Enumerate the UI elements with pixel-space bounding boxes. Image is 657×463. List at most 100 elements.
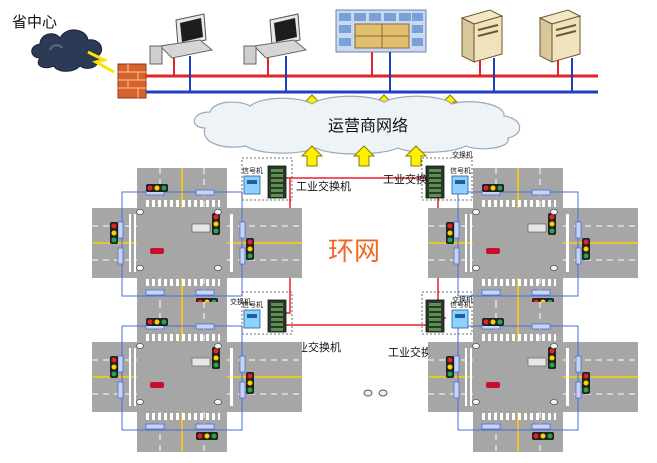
camera-icon xyxy=(550,343,558,349)
traffic-light-icon xyxy=(548,213,556,235)
crosswalk xyxy=(480,279,556,286)
crosswalk xyxy=(480,200,556,207)
intersections: 信号机信号机信号机信号机交换机交换机交换机 xyxy=(92,150,638,452)
industrial-switch-icon xyxy=(267,165,287,199)
traffic-light-icon xyxy=(446,356,454,378)
camera-icon xyxy=(472,209,480,215)
camera-icon xyxy=(214,399,222,405)
switch-label: 交换机 xyxy=(452,150,473,159)
crosswalk xyxy=(144,279,220,286)
traffic-light-icon xyxy=(548,347,556,369)
detector-loop xyxy=(239,247,246,265)
firewall-icon xyxy=(117,63,147,99)
traffic-light-icon xyxy=(110,222,118,244)
crosswalk xyxy=(465,348,472,406)
storm-cloud-icon xyxy=(31,29,115,74)
signal-machine-label: 信号机 xyxy=(242,300,263,309)
cabinet-outline xyxy=(241,291,293,335)
detector-loop xyxy=(531,323,551,330)
detector-loop xyxy=(117,355,124,373)
vehicle-icon xyxy=(527,223,547,233)
camera-icon xyxy=(214,343,222,349)
detector-loop xyxy=(531,189,551,196)
crosswalk xyxy=(144,334,220,341)
cabinet-outline xyxy=(241,157,293,201)
detector-loop xyxy=(453,381,460,399)
detector-loop xyxy=(239,381,246,399)
traffic-light-icon xyxy=(482,184,504,192)
intersection: 信号机 xyxy=(421,157,638,318)
cabinet: 信号机 xyxy=(421,291,473,335)
detector-loop xyxy=(575,247,582,265)
signal-controller-icon xyxy=(243,175,261,195)
vehicle-icon xyxy=(486,248,500,254)
detector-loop xyxy=(457,325,579,431)
traffic-light-icon xyxy=(196,432,218,440)
industrial-switch-label: 工业交换机 xyxy=(296,179,351,193)
detector-loop xyxy=(457,191,579,297)
signal-controller-icon xyxy=(243,309,261,329)
signal-machine-label: 信号机 xyxy=(450,300,471,309)
camera-icon xyxy=(136,343,144,349)
camera-icon xyxy=(136,399,144,405)
carrier-network-label: 运营商网络 xyxy=(328,116,408,135)
intersection: 信号机 xyxy=(92,291,302,452)
camera-icon xyxy=(363,389,388,397)
detector-loop xyxy=(117,381,124,399)
vehicle-icon xyxy=(191,223,211,233)
detector-loop xyxy=(145,289,165,296)
traffic-light-icon xyxy=(446,222,454,244)
cabinet-outline xyxy=(421,157,473,201)
ring-network-label: 环网 xyxy=(328,237,380,267)
vehicle-icon xyxy=(486,382,500,388)
traffic-light-icon xyxy=(212,213,220,235)
signal-machine-label: 信号机 xyxy=(450,166,471,175)
video-wall-icon xyxy=(335,9,427,53)
detector-loop xyxy=(195,289,215,296)
traffic-light-icon xyxy=(246,238,254,260)
traffic-light-icon xyxy=(532,432,554,440)
vehicle-icon xyxy=(150,248,164,254)
industrial-switch-icon xyxy=(425,165,445,199)
camera-icon xyxy=(550,399,558,405)
detector-loop xyxy=(481,289,501,296)
intersection: 信号机 xyxy=(421,291,638,452)
traffic-light-icon xyxy=(212,347,220,369)
detector-loop xyxy=(453,221,460,239)
signal-controller-icon xyxy=(451,175,469,195)
detector-loop xyxy=(481,423,501,430)
crosswalk xyxy=(564,214,571,272)
detector-loop xyxy=(195,323,215,330)
cabinet: 信号机 xyxy=(241,157,293,201)
traffic-light-icon xyxy=(582,372,590,394)
camera-icon xyxy=(136,265,144,271)
detector-loop xyxy=(195,423,215,430)
crosswalk xyxy=(144,200,220,207)
detector-loop xyxy=(575,221,582,239)
detector-loop xyxy=(239,355,246,373)
switch-label: 交换机 xyxy=(452,295,473,304)
camera-icon xyxy=(214,209,222,215)
crosswalk xyxy=(480,413,556,420)
detector-loop xyxy=(121,191,243,297)
traffic-light-icon xyxy=(146,318,168,326)
camera-icon xyxy=(472,399,480,405)
traffic-light-icon xyxy=(146,184,168,192)
switch-label: 交换机 xyxy=(230,297,251,306)
signal-machine-label: 信号机 xyxy=(242,166,263,175)
detector-loop xyxy=(117,247,124,265)
detector-loop xyxy=(531,289,551,296)
traffic-light-icon xyxy=(582,238,590,260)
crosswalk xyxy=(129,348,136,406)
crosswalk xyxy=(228,348,235,406)
camera-icon xyxy=(214,265,222,271)
traffic-light-icon xyxy=(110,356,118,378)
vehicle-icon xyxy=(191,357,211,367)
computer-icon xyxy=(149,13,214,65)
camera-icon xyxy=(136,209,144,215)
camera-icon xyxy=(472,343,480,349)
vehicle-icon xyxy=(150,382,164,388)
camera-icon xyxy=(472,265,480,271)
detector-loop xyxy=(575,381,582,399)
